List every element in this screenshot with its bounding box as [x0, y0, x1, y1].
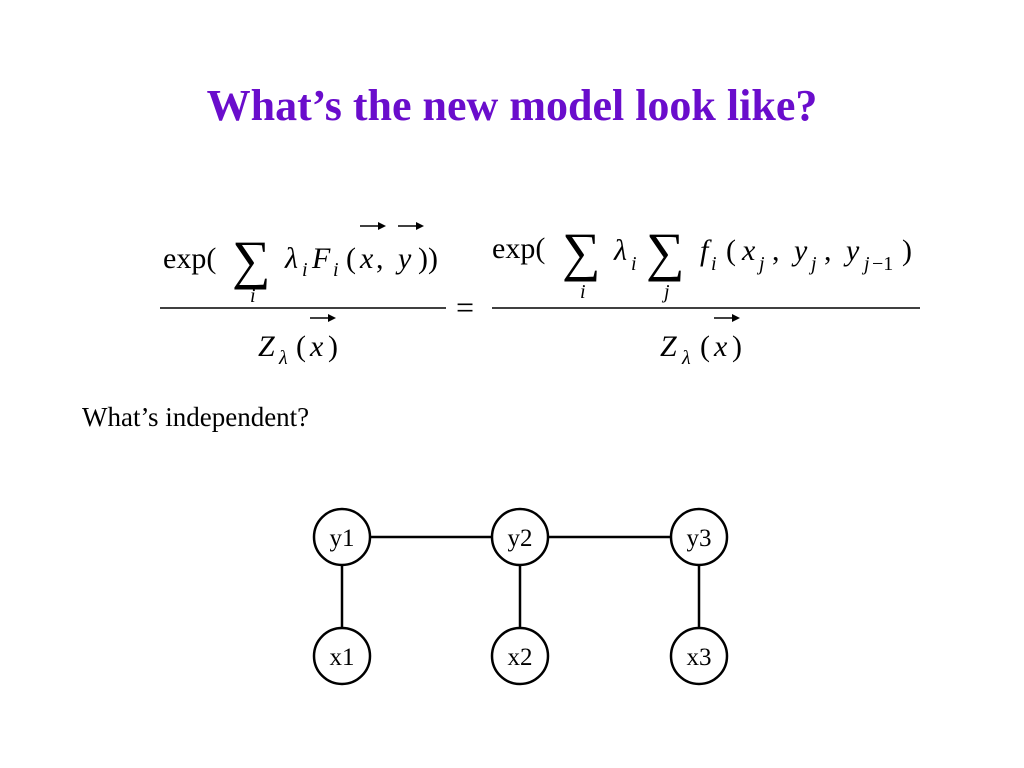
svg-text:∑: ∑ [646, 222, 685, 282]
svg-text:,: , [376, 242, 384, 275]
svg-text:(: ( [346, 242, 356, 275]
node-label: x2 [508, 644, 533, 671]
svg-text:y: y [791, 234, 808, 267]
node-label: x3 [687, 644, 712, 671]
svg-text:i: i [631, 253, 637, 275]
slide-title: What’s the new model look like? [206, 81, 818, 130]
node-y2: y2 [490, 507, 550, 567]
svg-text:(: ( [700, 330, 710, 363]
svg-text:i: i [580, 281, 586, 303]
svg-text:j: j [661, 281, 670, 303]
svg-text:i: i [711, 253, 717, 275]
equals-sign: = [456, 289, 474, 325]
svg-text:λ: λ [613, 234, 627, 267]
svg-text:): ) [328, 330, 338, 363]
crf-formula: exp( ∑ i λ i F i ( x , y )) Z λ ( x ) = … [160, 222, 920, 369]
svg-text:,: , [824, 234, 832, 267]
formula-left-denominator: Z λ ( x ) [258, 314, 338, 369]
svg-text:x: x [309, 330, 324, 363]
svg-text:y: y [843, 234, 860, 267]
svg-text:)): )) [418, 242, 438, 275]
svg-text:−1: −1 [872, 253, 893, 275]
svg-text:exp(: exp( [163, 242, 216, 275]
svg-text:i: i [302, 259, 308, 281]
formula-left-numerator: exp( ∑ i λ i F i ( x , y )) [163, 222, 438, 307]
svg-text:j: j [861, 253, 870, 275]
formula-right-numerator: exp( ∑ i λ i ∑ j f i ( x j , y j , y j −… [492, 222, 912, 303]
svg-text:i: i [250, 285, 256, 307]
node-x1: x1 [312, 626, 372, 686]
svg-text:F: F [311, 242, 331, 275]
node-y3: y3 [669, 507, 729, 567]
svg-text:∑: ∑ [232, 230, 271, 290]
formula-right-denominator: Z λ ( x ) [660, 314, 742, 369]
node-label: x1 [330, 644, 355, 671]
svg-text:(: ( [296, 330, 306, 363]
svg-text:λ: λ [284, 242, 298, 275]
svg-text:j: j [756, 253, 765, 275]
node-x3: x3 [669, 626, 729, 686]
svg-text:∑: ∑ [562, 222, 601, 282]
svg-text:λ: λ [278, 347, 288, 369]
svg-text:): ) [732, 330, 742, 363]
node-label: y1 [330, 525, 355, 552]
svg-text:,: , [772, 234, 780, 267]
svg-text:λ: λ [681, 347, 691, 369]
svg-text:(: ( [726, 234, 736, 267]
node-x2: x2 [490, 626, 550, 686]
question-text: What’s independent? [82, 402, 310, 432]
svg-text:Z: Z [660, 330, 677, 363]
svg-text:): ) [902, 234, 912, 267]
svg-text:y: y [395, 242, 412, 275]
svg-text:x: x [359, 242, 374, 275]
svg-text:x: x [741, 234, 756, 267]
node-label: y2 [508, 525, 533, 552]
svg-text:x: x [713, 330, 728, 363]
svg-text:j: j [808, 253, 817, 275]
node-y1: y1 [312, 507, 372, 567]
node-label: y3 [687, 525, 712, 552]
svg-text:Z: Z [258, 330, 275, 363]
svg-text:i: i [333, 259, 339, 281]
svg-text:exp(: exp( [492, 232, 545, 265]
graph-edges [340, 535, 701, 627]
